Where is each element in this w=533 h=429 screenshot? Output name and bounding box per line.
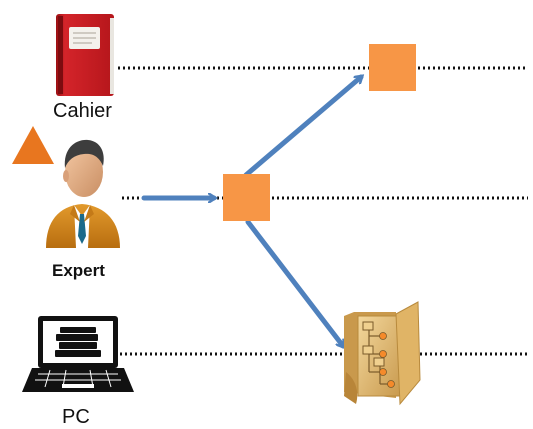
expert-person-icon (46, 139, 120, 248)
label-pc: PC (62, 406, 90, 428)
timeline-lines (118, 66, 528, 356)
arrows (141, 77, 361, 346)
label-cahier: Cahier (53, 100, 112, 122)
label-expert: Expert (52, 261, 105, 280)
arrow-box-to-folder (245, 219, 343, 346)
notebook-icon (56, 14, 114, 96)
process-box-center (223, 174, 270, 221)
arrow-box-to-cahier-box (243, 77, 361, 178)
folder-tree-icon (344, 301, 421, 406)
laptop-icon (22, 316, 134, 392)
process-box-cahier (369, 44, 416, 91)
triangle-marker-icon (12, 126, 54, 164)
